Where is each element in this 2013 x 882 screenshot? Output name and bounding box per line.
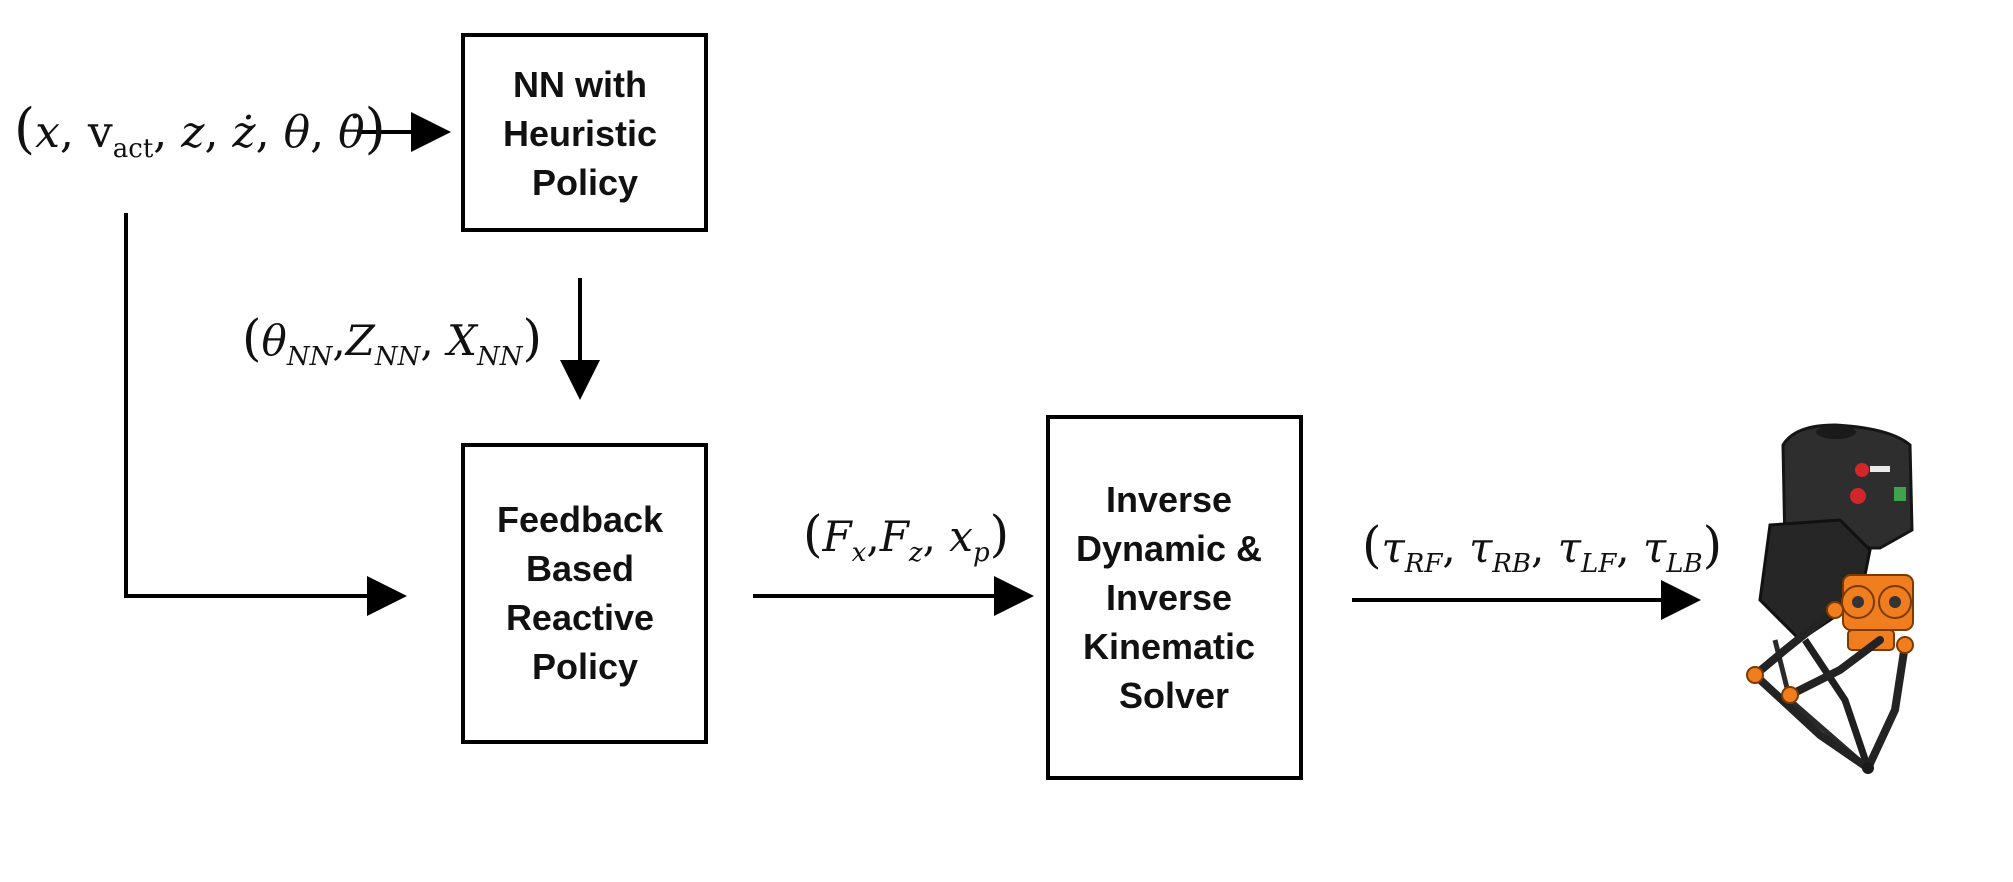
- nn-block-line-3: Policy: [532, 162, 638, 203]
- reactive-block-line-4: Policy: [532, 646, 638, 687]
- nn-output-label: (θNN,ZNN, XNN): [242, 309, 542, 372]
- solver-block-line-1: Inverse: [1106, 479, 1232, 520]
- svg-text:Feedback Based Rea: Feedback Based Reactive Policy: [497, 499, 673, 687]
- connectors: [124, 112, 1701, 620]
- solver-block-line-5: Solver: [1119, 675, 1229, 716]
- feedback-reactive-policy-block: Feedback Based Reactive Policy: [461, 443, 708, 744]
- reactive-block-line-2: Based: [526, 548, 634, 589]
- solver-block-line-2: Dynamic &: [1076, 528, 1262, 569]
- force-output-label: (Fx,Fz, xp): [803, 505, 1009, 568]
- nn-block-line-2: Heuristic: [503, 113, 657, 154]
- solver-block-line-3: Inverse: [1106, 577, 1232, 618]
- reactive-block-line-1: Feedback: [497, 499, 664, 540]
- biped-robot-icon: [1746, 423, 1914, 774]
- state-input-label: (x, vact, z, ż, θ, θ̇): [14, 97, 386, 164]
- svg-text:Inverse Dynamic &: Inverse Dynamic & Inverse Kinematic Solv…: [1076, 479, 1272, 716]
- solver-block-line-4: Kinematic: [1083, 626, 1255, 667]
- reactive-block-line-3: Reactive: [506, 597, 654, 638]
- nn-block-line-1: NN with: [513, 64, 647, 105]
- torque-output-label: (τRF, τRB, τLF, τLB): [1362, 516, 1722, 579]
- inverse-solver-block: Inverse Dynamic & Inverse Kinematic Solv…: [1046, 415, 1303, 780]
- arrow-state-to-reactive: [124, 213, 407, 616]
- svg-text:NN with Heuristic: NN with Heuristic Policy: [503, 64, 667, 203]
- nn-heuristic-policy-block: NN with Heuristic Policy: [461, 33, 708, 232]
